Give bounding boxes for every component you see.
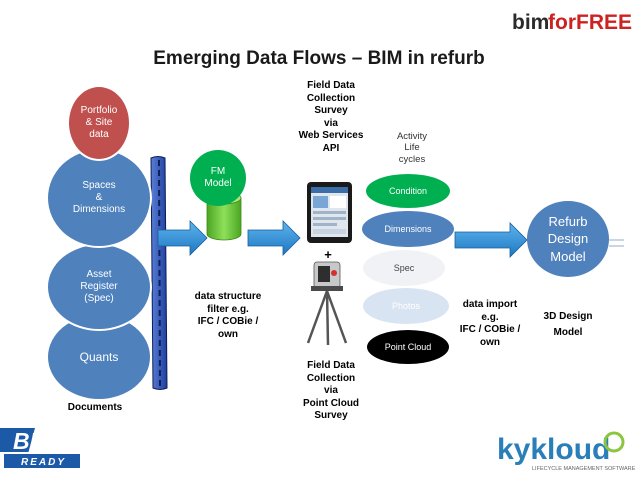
fm-model-label: FM Model (204, 166, 232, 189)
spaces-circle: Spaces & Dimensions (46, 148, 152, 248)
point-cloud-layer: Point Cloud (367, 330, 449, 364)
portfolio-label: Portfolio & Site data (80, 105, 118, 140)
dimensions-label: Dimensions (384, 224, 432, 234)
page-title: Emerging Data Flows – BIM in refurb (153, 48, 485, 69)
activity-lifecycle-label: Activity Life cycles (396, 130, 428, 165)
spec-layer: Spec (363, 250, 445, 286)
refurb-design-model-label: Refurb Design Model (547, 213, 589, 264)
bim-ready-logo: BIM READY (0, 428, 80, 468)
arrow-to-refurb (454, 222, 528, 258)
data-barrier (150, 156, 168, 390)
arrow-to-survey (247, 220, 301, 256)
design-3d-model-text: 3D Design Model (543, 311, 593, 338)
bimforfree-logo-forfree: forFREE (548, 11, 632, 34)
bim-ready-logo-ready: READY (21, 457, 66, 468)
asset-register-label: Asset Register (Spec) (80, 269, 118, 304)
refurb-design-model-circle: Refurb Design Model (527, 201, 609, 277)
photos-label: Photos (391, 301, 421, 311)
documents-label: Documents (67, 402, 123, 413)
dimensions-layer: Dimensions (362, 211, 454, 247)
asset-register-circle: Asset Register (Spec) (46, 243, 152, 331)
laser-scanner-icon (306, 261, 348, 346)
data-import-text: data import e.g. IFC / COBie / own (459, 299, 521, 348)
kykloud-logo: kykloud LIFECYCLE MANAGEMENT SOFTWARE (497, 431, 636, 472)
kykloud-logo-tagline: LIFECYCLE MANAGEMENT SOFTWARE (532, 466, 636, 472)
condition-label: Condition (388, 186, 428, 196)
quants-label: Quants (79, 349, 119, 364)
tablet-icon (307, 182, 352, 243)
portfolio-circle: Portfolio & Site data (67, 85, 131, 161)
spaces-label: Spaces & Dimensions (72, 180, 126, 215)
field-survey-api-text: Field Data Collection Survey via Web Ser… (298, 80, 364, 154)
spec-label: Spec (393, 263, 415, 273)
condition-layer: Condition (366, 174, 450, 208)
photos-layer: Photos (363, 288, 449, 324)
fm-model-circle: FM Model (190, 150, 246, 206)
plus-sign: + (324, 247, 332, 262)
point-cloud-label: Point Cloud (384, 342, 432, 352)
kykloud-logo-name: kykloud (497, 433, 610, 466)
bimforfree-logo: bim forFREE (512, 11, 632, 34)
data-structure-filter-text: data structure filter e.g. IFC / COBie /… (194, 291, 262, 340)
activity-lifecycle-circle: Activity Life cycles (370, 122, 454, 174)
field-point-cloud-text: Field Data Collection via Point Cloud Su… (302, 360, 360, 421)
arrow-to-fm (157, 220, 208, 256)
bim-ready-logo-bim: BIM (13, 428, 56, 454)
bimforfree-logo-bim: bim (512, 11, 549, 34)
